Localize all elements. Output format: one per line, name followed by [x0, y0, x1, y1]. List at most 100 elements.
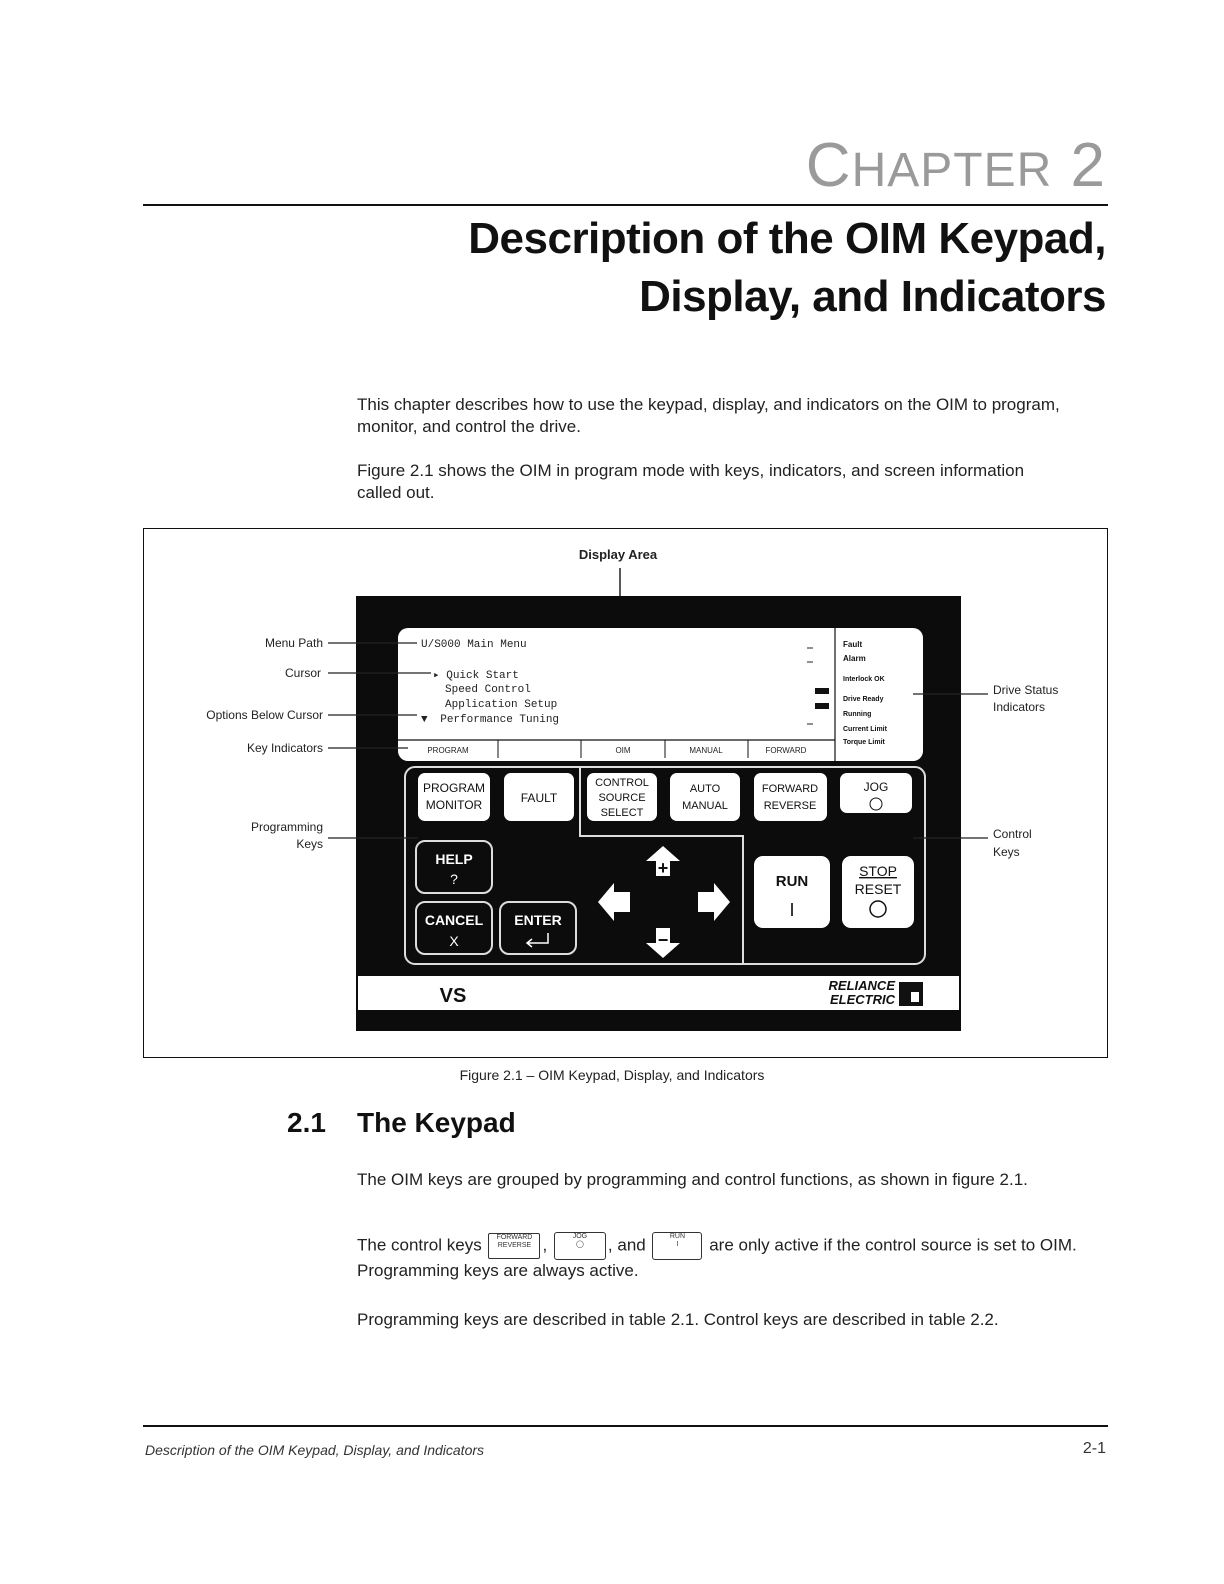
footer-rule [143, 1425, 1108, 1427]
chapter-label: CHAPTER 2 [806, 130, 1106, 201]
vs-logo-icon: VS [440, 985, 467, 1007]
page-title-line-1: Description of the OIM Keypad, [468, 214, 1106, 263]
status-drive-ready: Drive Ready [843, 696, 884, 703]
inline-jog-key: JOG◯ [553, 1232, 606, 1260]
callout-options-below-cursor: Options Below Cursor [206, 708, 323, 722]
brand-electric: ELECTRIC [830, 992, 896, 1007]
screen-options-below-icon: ▼ [421, 714, 428, 726]
section-paragraph-2: The control keys FORWARD REVERSE , JOG◯ … [357, 1232, 1077, 1280]
control-source-select-key[interactable] [587, 773, 657, 821]
control-key-label-2: SOURCE [598, 792, 645, 804]
led-drive-status [815, 688, 829, 694]
callout-cursor: Cursor [285, 666, 321, 680]
brand-reliance: RELIANCE [829, 978, 896, 993]
jog-key[interactable] [840, 773, 912, 813]
callout-programming-keys-1: Programming [251, 820, 323, 834]
screen-item-4: Performance Tuning [440, 714, 559, 726]
screen-item-3: Application Setup [445, 699, 557, 711]
plus-icon: + [658, 858, 669, 878]
manual-key-label: MANUAL [682, 800, 728, 812]
key-indicator-program: PROGRAM [427, 746, 469, 755]
key-indicator-manual: MANUAL [689, 746, 723, 755]
run-key-label: RUN [776, 873, 809, 890]
status-alarm: Alarm [843, 654, 866, 663]
section-paragraph-3: Programming keys are described in table … [357, 1310, 999, 1329]
oim-figure: Display Area U/S000 Main Menu ▸ Quick St… [206, 547, 1058, 1031]
help-key[interactable] [415, 840, 493, 894]
status-current-limit: Current Limit [843, 726, 888, 733]
inline-jog-label: JOG [572, 1233, 588, 1240]
svg-text:▼ Performance Tuning: ▼ Performance Tuning [421, 714, 559, 726]
figure-frame [143, 528, 1108, 1058]
cancel-key-label: CANCEL [425, 912, 484, 928]
fault-key-label: FAULT [521, 791, 558, 805]
paragraph-2-part-a: The control keys [357, 1235, 482, 1255]
auto-key-label: AUTO [690, 783, 721, 795]
cancel-x-icon: X [449, 933, 459, 949]
screen-menu-path: U/S000 Main Menu [421, 639, 527, 651]
run-bar-icon: I [789, 900, 794, 920]
program-key-label: PROGRAM [423, 781, 485, 795]
forward-key-label: FORWARD [762, 783, 818, 795]
callout-drive-status-2: Indicators [993, 700, 1045, 714]
forward-reverse-key[interactable] [754, 773, 827, 821]
paragraph-2-part-b: , and [607, 1235, 646, 1255]
reverse-key-label: REVERSE [764, 800, 817, 812]
lcd-screen [398, 628, 923, 761]
up-arrow-key[interactable] [646, 846, 680, 876]
enter-return-icon [525, 933, 549, 948]
section-paragraph-1: The OIM keys are grouped by programming … [357, 1170, 1028, 1189]
screen-item-2: Speed Control [445, 684, 531, 696]
auto-manual-key[interactable] [670, 773, 740, 821]
status-fault: Fault [843, 640, 862, 649]
stop-reset-key[interactable] [842, 856, 914, 928]
minus-icon: − [658, 930, 669, 950]
figure-caption: Figure 2.1 – OIM Keypad, Display, and In… [459, 1067, 765, 1083]
stop-key-label: STOP [859, 863, 897, 879]
inline-forward-label: FORWARD [496, 1234, 533, 1241]
chapter-number: 2 [1070, 131, 1106, 200]
page-number: 2-1 [1082, 1440, 1106, 1457]
enter-key[interactable] [499, 901, 577, 955]
screen-cursor-icon: ▸ [433, 670, 440, 682]
screen-item-1: Quick Start [446, 670, 519, 682]
enter-key-label: ENTER [514, 912, 561, 928]
callout-display-area: Display Area [579, 547, 658, 562]
help-question-icon: ? [450, 871, 458, 887]
page-title-line-2: Display, and Indicators [639, 272, 1106, 321]
status-torque-limit: Torque Limit [843, 739, 886, 746]
callout-control-keys-2: Keys [993, 845, 1020, 859]
inline-reverse-label: REVERSE [497, 1242, 532, 1249]
reset-key-label: RESET [855, 881, 902, 897]
section-number: 2.1 [287, 1107, 326, 1138]
callout-control-keys-1: Control [993, 827, 1032, 841]
intro-paragraph-2: Figure 2.1 shows the OIM in program mode… [357, 461, 1025, 502]
paragraph-2-part-c: are only active if the control source is… [357, 1235, 1077, 1280]
help-key-label: HELP [435, 851, 472, 867]
callout-programming-keys-2: Keys [296, 837, 323, 851]
fault-key[interactable] [504, 773, 574, 821]
program-monitor-key[interactable] [418, 773, 490, 821]
top-rule [143, 204, 1108, 206]
run-key[interactable] [754, 856, 830, 928]
footer-title: Description of the OIM Keypad, Display, … [145, 1442, 485, 1458]
jog-icon [869, 797, 883, 811]
jog-key-label: JOG [864, 780, 889, 794]
status-interlock-ok: Interlock OK [843, 676, 885, 683]
inline-forward-reverse-key: FORWARD REVERSE [488, 1233, 541, 1259]
right-arrow-key[interactable] [698, 883, 730, 921]
chapter-word: HAPTER [851, 144, 1053, 197]
inline-run-label: RUN [669, 1233, 686, 1240]
key-indicator-oim: OIM [615, 746, 630, 755]
svg-text:▸ Quick Start: ▸ Quick Start [433, 670, 519, 682]
stop-circle-icon [869, 900, 887, 918]
section-title: The Keypad [357, 1107, 516, 1138]
callout-menu-path: Menu Path [265, 636, 323, 650]
cancel-key[interactable] [415, 901, 493, 955]
down-arrow-key[interactable] [646, 928, 680, 958]
left-arrow-key[interactable] [598, 883, 630, 921]
led-drive-ready [815, 703, 829, 709]
callout-drive-status-1: Drive Status [993, 683, 1058, 697]
monitor-key-label: MONITOR [426, 798, 483, 812]
